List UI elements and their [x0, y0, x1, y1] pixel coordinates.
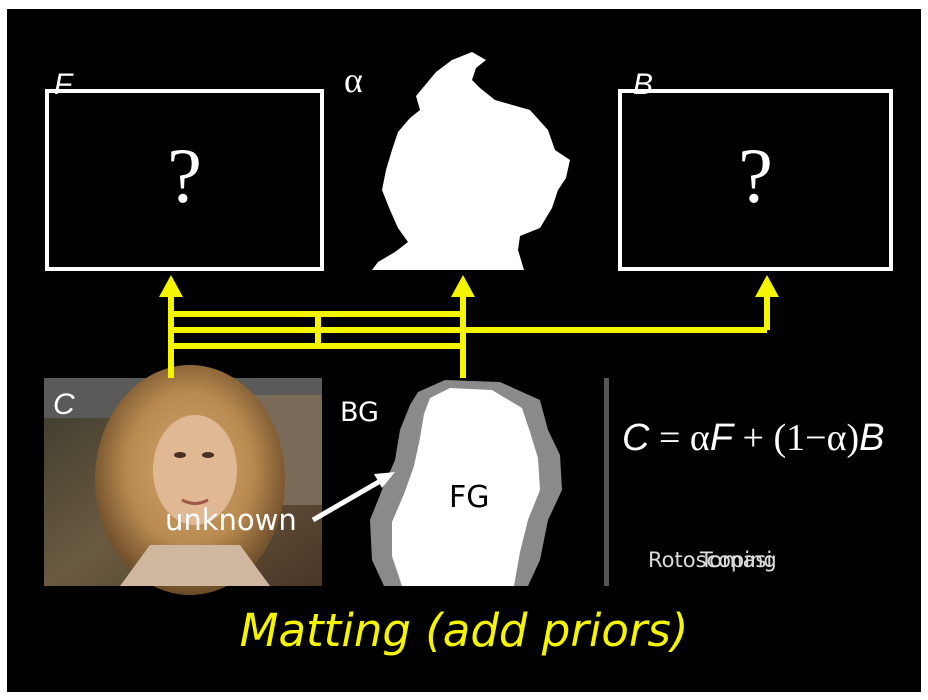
- equation-paren-open: (1: [773, 417, 806, 459]
- equation-alpha-2: α: [826, 417, 847, 459]
- composite-label: C: [53, 388, 75, 421]
- alpha-matte-silhouette: [372, 52, 570, 270]
- equation-f: F: [709, 417, 734, 459]
- connector-network: [168, 296, 770, 378]
- equation-c: C: [622, 417, 650, 459]
- equation-paren-close: ): [846, 417, 860, 459]
- background-box: ?: [618, 89, 893, 271]
- credit-tomasi: Tomasi: [700, 548, 773, 572]
- arrow-to-foreground: [159, 275, 183, 297]
- background-unknown-mark: ?: [738, 132, 773, 219]
- foreground-box: ?: [45, 89, 324, 271]
- unknown-pointer-arrow: [311, 477, 384, 523]
- compositing-equation: C = αF + (1−α)B: [622, 418, 885, 458]
- background-label: B: [633, 68, 654, 101]
- trimap-image: [322, 378, 609, 586]
- arrow-to-alpha: [451, 275, 475, 297]
- credit-rotoscoping: Rotoscoping: [648, 548, 777, 572]
- composite-photo: [44, 365, 322, 595]
- equation-alpha: α: [689, 417, 710, 459]
- trimap-foreground-region: [392, 388, 540, 586]
- equation-plus: +: [742, 417, 764, 459]
- foreground-unknown-mark: ?: [167, 132, 202, 219]
- foreground-label: F: [54, 68, 73, 101]
- equation-b: B: [859, 417, 885, 459]
- equation-equals: =: [658, 417, 681, 459]
- slide-title: Matting (add priors): [239, 604, 689, 657]
- alpha-label: α: [344, 60, 363, 100]
- unknown-pointer-head: [374, 472, 395, 488]
- trimap-bg-label: BG: [340, 397, 379, 428]
- trimap-unknown-label: unknown: [165, 503, 297, 537]
- arrow-to-background: [755, 275, 779, 297]
- trimap-fg-label: FG: [449, 480, 490, 515]
- equation-minus: −: [805, 417, 827, 459]
